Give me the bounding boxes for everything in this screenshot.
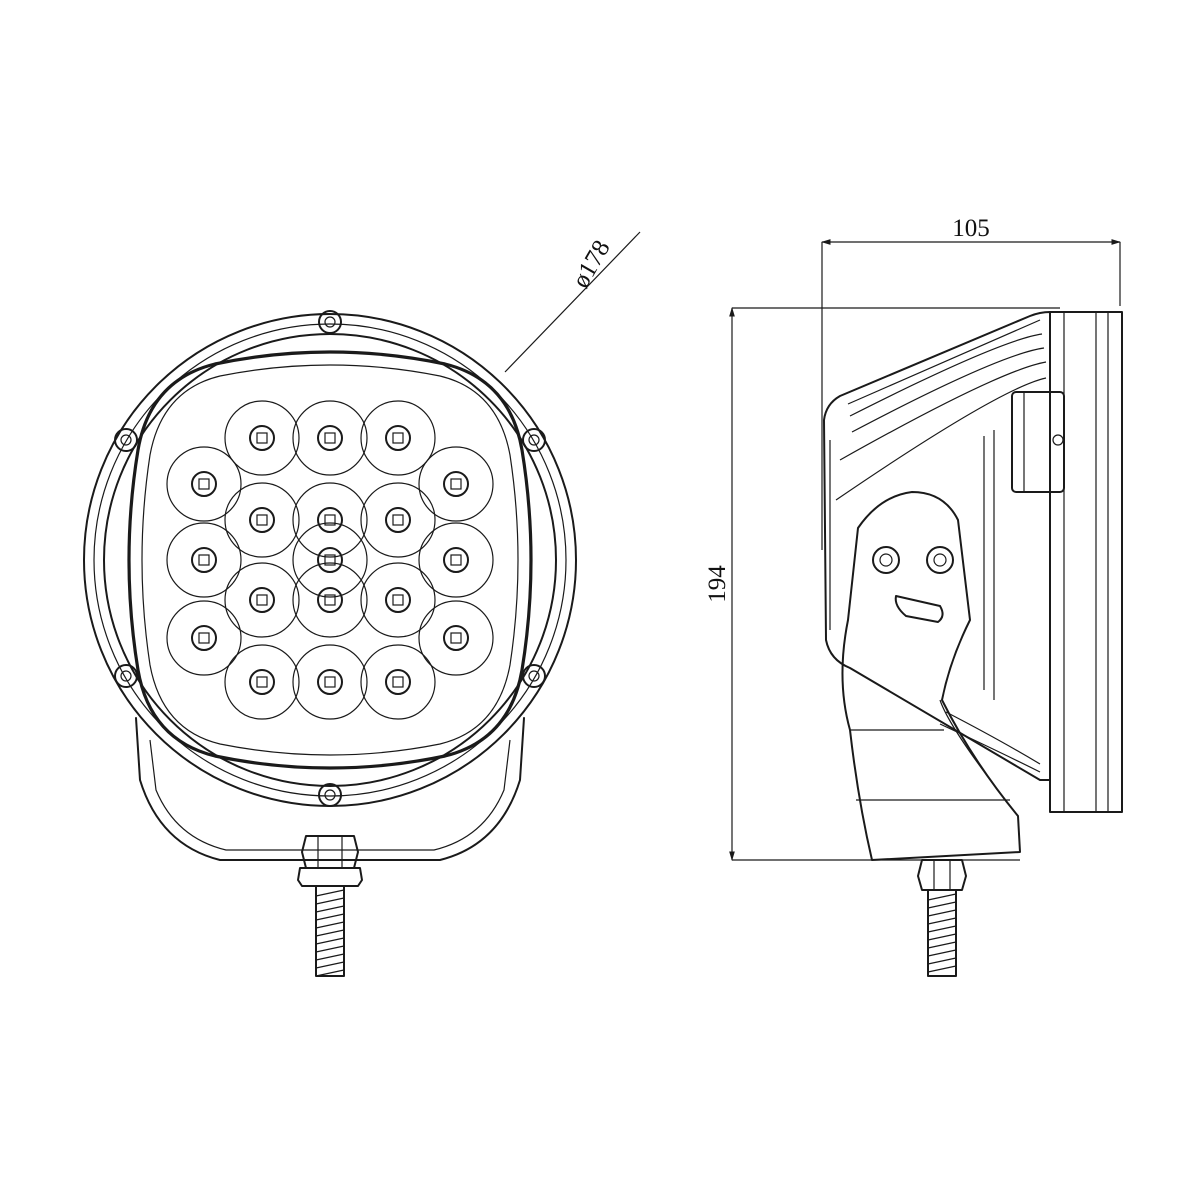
led-cup	[166, 446, 242, 522]
bezel-screws	[114, 310, 546, 807]
led-cup	[292, 522, 368, 598]
led-cup	[360, 482, 436, 558]
led-chip	[324, 554, 336, 566]
led-chip	[256, 676, 268, 688]
led-cup	[224, 482, 300, 558]
screw-icon	[318, 310, 342, 334]
led-chip	[198, 478, 210, 490]
led-cup	[292, 644, 368, 720]
housing-body	[823, 311, 1051, 781]
lens-window-outer	[127, 350, 533, 770]
led-cup	[418, 600, 494, 676]
diameter-leader-line	[504, 231, 641, 373]
led-chip	[392, 514, 404, 526]
led-chip	[392, 594, 404, 606]
led-chip	[324, 432, 336, 444]
led-cup	[360, 562, 436, 638]
screw-icon	[114, 664, 138, 688]
screw-icon	[522, 664, 546, 688]
led-chip	[392, 676, 404, 688]
depth-label: 105	[952, 215, 990, 242]
led-chip	[256, 432, 268, 444]
led-chip	[450, 478, 462, 490]
front-lens-plate	[1049, 311, 1123, 813]
led-chip	[324, 676, 336, 688]
side-view: 105 194	[704, 215, 1123, 977]
led-chip	[324, 594, 336, 606]
mount-bracket-front	[135, 717, 525, 861]
led-cup	[224, 400, 300, 476]
led-cup	[418, 446, 494, 522]
screw-icon	[114, 428, 138, 452]
screw-icon	[522, 428, 546, 452]
screw-icon	[318, 783, 342, 807]
led-cup	[418, 522, 494, 598]
led-cup	[292, 562, 368, 638]
front-view: ø178	[83, 231, 641, 977]
led-cup	[360, 644, 436, 720]
led-chip	[450, 632, 462, 644]
led-chip	[256, 594, 268, 606]
led-cup	[224, 644, 300, 720]
led-chip	[198, 632, 210, 644]
led-chip	[198, 554, 210, 566]
led-cup	[360, 400, 436, 476]
led-cup	[166, 522, 242, 598]
mount-bracket-side	[841, 491, 1021, 861]
outer-housing-ring	[83, 313, 577, 807]
led-cup	[224, 562, 300, 638]
led-chip	[324, 514, 336, 526]
led-cup	[292, 482, 368, 558]
led-chip	[450, 554, 462, 566]
led-chip	[256, 514, 268, 526]
mounting-bolt-front	[297, 835, 363, 977]
connector-box	[1011, 391, 1065, 493]
inner-bezel-ring	[103, 333, 557, 787]
led-array	[166, 400, 494, 720]
height-label: 194	[704, 565, 731, 603]
mounting-bolt-side	[917, 859, 967, 977]
led-chip	[392, 432, 404, 444]
led-cup	[166, 600, 242, 676]
led-cup	[292, 400, 368, 476]
